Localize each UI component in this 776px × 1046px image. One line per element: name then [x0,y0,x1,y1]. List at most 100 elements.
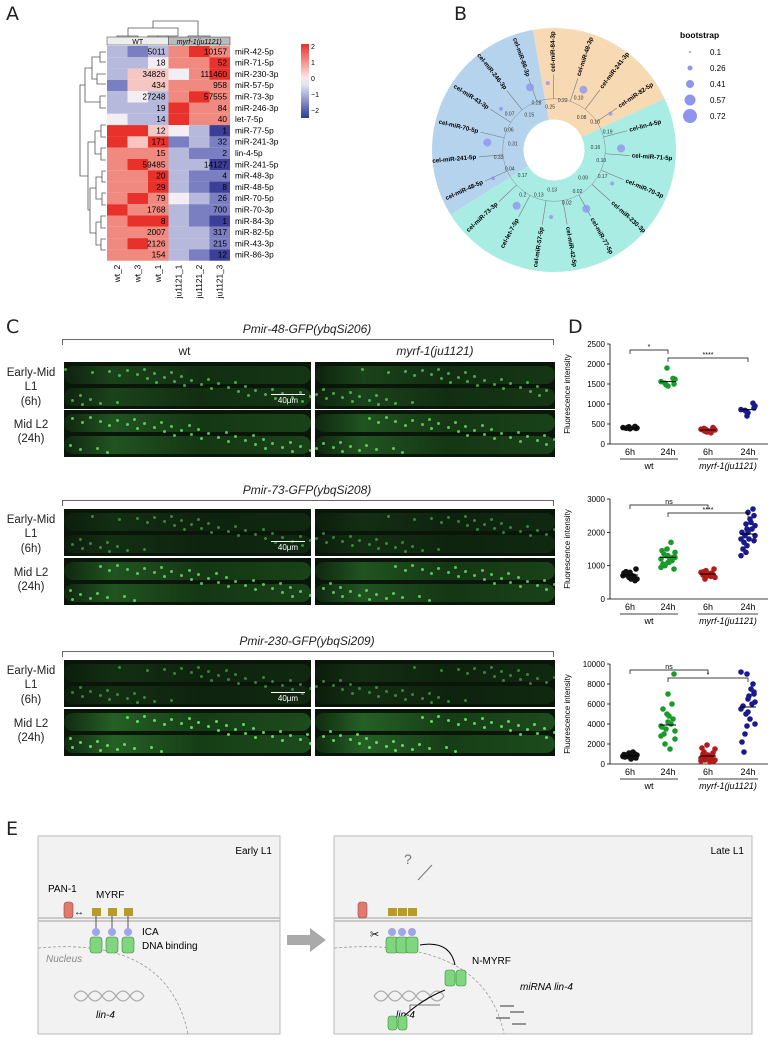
gfp-speckle [394,694,398,697]
pan1-protein [63,901,74,919]
tree-leaf-label: cel-miR-71-5p [632,152,673,162]
gfp-speckle [224,669,228,672]
gfp-speckle [430,572,434,575]
significance-bracket [667,357,749,362]
gfp-speckle [98,749,102,752]
gfp-speckle [143,422,147,425]
gfp-image [315,709,555,756]
gfp-speckle [227,440,231,443]
gfp-speckle [475,528,479,531]
stage-label: Mid L2(24h) [0,566,62,595]
bootstrap-legend-title: bootstrap [680,30,719,40]
count-mut: 52 [218,58,228,68]
count-wt: 15 [156,148,166,158]
data-point [668,721,674,727]
data-point [750,400,756,406]
gfp-speckle [254,736,258,739]
gfp-speckle [322,680,326,683]
gfp-speckle [71,691,75,694]
gfp-speckle [411,564,414,567]
gfp-speckle [135,701,139,704]
gfp-speckle [180,429,184,432]
tree-branch [562,200,568,225]
data-point [672,549,678,556]
heatmap-cell [127,79,148,92]
gfp-speckle [118,666,122,669]
significance-bracket [629,669,709,674]
heatmap-cell [189,57,210,69]
heatmap-cell [127,147,148,159]
bootstrap-value: 0.07 [505,112,515,118]
tree-branch [518,195,531,217]
mirna-label: miR-57-5p [235,80,274,90]
gfp-speckle [528,682,532,685]
gfp-speckle [244,385,248,388]
gfp-speckle [271,442,275,445]
heatmap-cell [209,102,230,114]
heatmap-cell [148,46,169,58]
count-mut: 317 [213,227,227,237]
bootstrap-value: 0.17 [598,174,608,180]
gfp-speckle [466,524,470,527]
mirna-label: miR-70-5p [235,193,274,203]
count-wt: 12 [156,125,166,135]
gfp-speckle [170,371,174,374]
color-legend-tick: 1 [311,60,315,67]
data-point [740,703,746,709]
gfp-speckle [187,569,191,572]
gfp-speckle [375,686,378,689]
count-mut: 32 [218,137,228,147]
gfp-speckle [375,394,378,397]
bootstrap-legend-value: 0.72 [710,112,726,121]
gfp-speckle [341,688,345,691]
mirna-label: miR-246-3p [235,103,279,113]
data-point [740,546,746,552]
gfp-speckle [135,720,139,723]
transcription-arrow [409,1004,440,1012]
data-point [699,745,705,751]
gfp-speckle [244,529,248,532]
gfp-speckle [207,670,211,673]
pan1-label: PAN-1 [48,884,77,895]
n-myrf-label: N-MYRF [472,956,511,967]
count-wt: 1768 [147,205,166,215]
signal-arrow [417,864,433,881]
gfp-speckle [170,570,174,573]
gfp-speckle [187,424,191,427]
gfp-speckle [264,447,268,450]
gfp-speckle [341,450,345,453]
tree-branch [528,78,538,102]
gfp-speckle [331,536,335,539]
gfp-speckle [234,580,238,583]
gfp-speckle [118,374,122,377]
data-point [659,724,665,730]
data-point [744,526,750,532]
heatmap-cell [189,215,210,227]
n-myrf-protein [444,969,456,987]
heatmap-cell [127,238,148,250]
gfp-speckle [96,592,100,595]
gfp-speckle [81,421,85,424]
gfp-speckle [143,715,147,718]
gfp-speckle [533,723,537,726]
tree-branch [596,107,618,122]
tree-branch [569,78,579,102]
gfp-speckle [298,391,302,394]
gfp-speckle [125,369,129,372]
data-point [658,564,664,571]
gfp-speckle [331,446,335,449]
gfp-speckle [384,542,388,545]
gfp-speckle [98,694,102,697]
heatmap-cell [148,226,169,239]
significance-label: **** [703,507,714,514]
gfp-speckle [420,369,424,372]
gfp-speckle [261,528,265,531]
gfp-speckle [81,547,85,550]
gfp-speckle [358,742,362,745]
gfp-speckle [483,433,486,436]
gfp-speckle [170,515,174,518]
gfp-speckle [430,373,434,376]
release-arrow [419,943,456,966]
gfp-speckle [170,425,174,428]
worm-band [64,664,311,682]
